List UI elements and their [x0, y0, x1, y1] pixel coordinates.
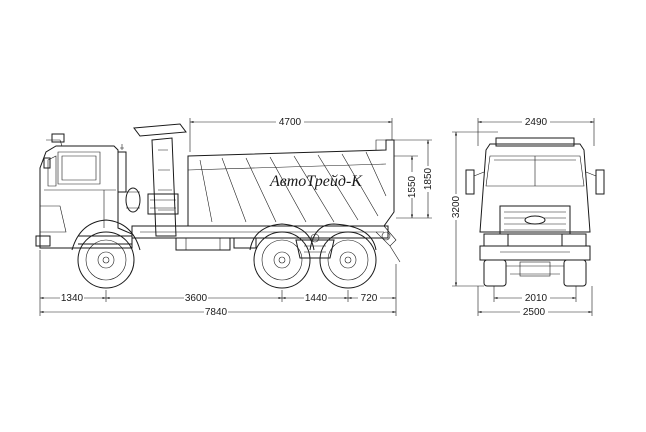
front-bumper: [35, 235, 51, 247]
body-length-dimension: 4700: [189, 116, 393, 152]
side-view: АвтоТрейд-К 4700 1340 3600 1440: [35, 116, 434, 318]
dim-2010: 2010: [525, 293, 548, 304]
dim-720: 720: [361, 293, 378, 304]
mudflap-rear: [389, 245, 401, 263]
dim-1340: 1340: [61, 293, 84, 304]
dim-4700: 4700: [279, 117, 302, 128]
right-tyre: [563, 259, 587, 287]
side-mirror: [43, 157, 51, 169]
front-grille: [499, 205, 571, 235]
height-dimensions: 1550 1850: [394, 139, 434, 219]
air-filter: [125, 187, 141, 213]
left-mirror: [465, 169, 475, 195]
right-mirror: [595, 169, 605, 195]
rear-fender: [309, 223, 377, 251]
chassis-frame: [78, 225, 389, 251]
front-cab: [479, 143, 591, 233]
left-headlight: [483, 233, 509, 247]
cab: [35, 133, 141, 249]
tailgate-hinge: [375, 225, 397, 247]
hydraulic-cylinder: [147, 193, 179, 215]
dim-1850: 1850: [423, 167, 434, 190]
suspension-bogie: [295, 233, 335, 259]
rear-wheel-1: [249, 223, 315, 289]
roof-visor: [495, 137, 575, 147]
cab-light: [51, 133, 65, 143]
front-view: 2490 2010 2500 3200: [450, 116, 605, 318]
dim-2490: 2490: [525, 117, 548, 128]
windshield: [485, 155, 585, 187]
bottom-dimensions: 1340 3600 1440 720 7840: [39, 250, 397, 318]
brand-emblem: [524, 215, 546, 225]
front-axle: [519, 261, 551, 277]
fuel-tank: [175, 237, 231, 251]
front-bumper-front: [479, 245, 591, 261]
dim-1440: 1440: [305, 293, 328, 304]
battery-box: [233, 237, 257, 249]
side-wheels: [71, 219, 377, 289]
body-width-dimension: 2490: [477, 116, 595, 146]
brand-label: АвтоТрейд-К: [269, 173, 363, 190]
cab-window: [57, 151, 101, 185]
left-tyre: [483, 259, 507, 287]
dim-3200: 3200: [451, 195, 462, 218]
dim-7840: 7840: [205, 307, 228, 318]
dim-2500: 2500: [523, 307, 546, 318]
dim-1550: 1550: [407, 175, 418, 198]
rear-wheel-2: [319, 231, 377, 289]
hoist-mechanism: [133, 123, 187, 237]
front-wheel: [71, 219, 141, 289]
overall-height-dimension: 3200: [450, 131, 498, 287]
exhaust-stack: [117, 151, 127, 193]
roof-deflector: [46, 139, 63, 147]
right-headlight: [561, 233, 587, 247]
dim-3600: 3600: [185, 293, 208, 304]
track-width-dimensions: 2010 2500: [477, 286, 593, 318]
